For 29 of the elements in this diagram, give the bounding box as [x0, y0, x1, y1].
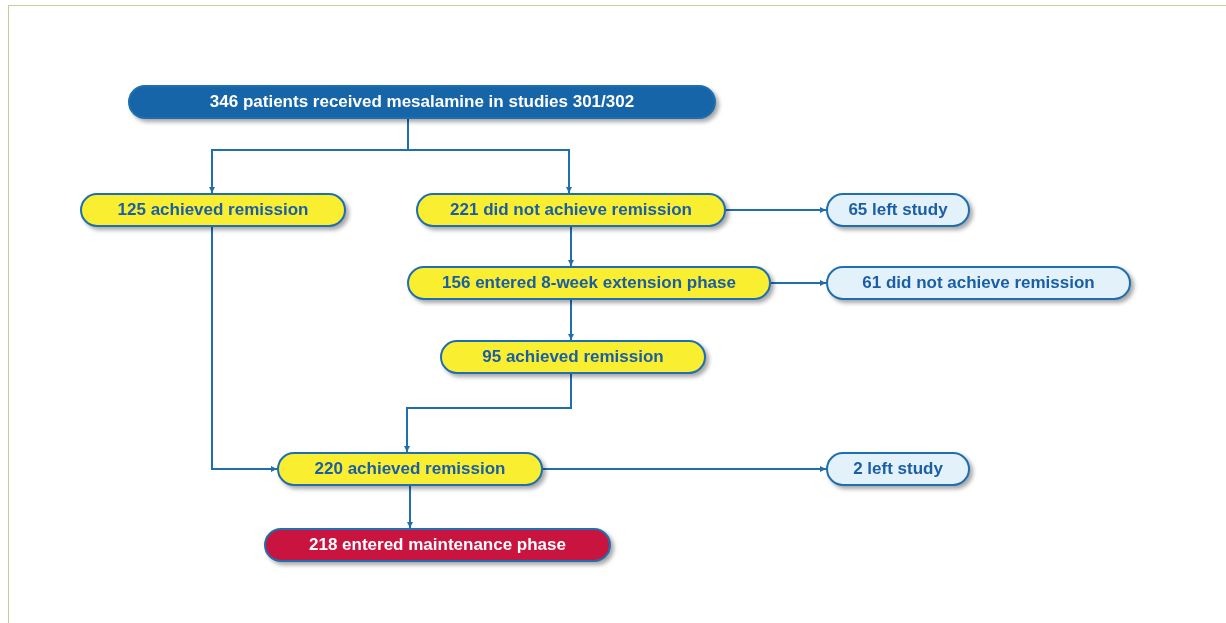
arrow — [407, 485, 413, 529]
process-box — [128, 85, 716, 119]
arrow — [542, 466, 827, 472]
arrow — [568, 299, 574, 341]
process-box — [826, 452, 970, 486]
node-label: 156 entered 8-week extension phase — [442, 273, 736, 293]
node-label: 346 patients received mesalamine in studies 301/302 — [209, 92, 635, 112]
node-label: 2 left study — [853, 459, 943, 479]
process-box — [80, 193, 346, 227]
process-box — [264, 528, 611, 562]
process-box — [277, 452, 543, 486]
node-label: 65 left study — [848, 200, 948, 220]
node-label: 218 entered maintenance phase — [309, 535, 566, 555]
process-box — [407, 266, 771, 300]
arrow — [770, 280, 827, 286]
process-box — [826, 266, 1131, 300]
node-label: 220 achieved remission — [314, 459, 506, 479]
arrow — [404, 373, 572, 453]
node-label: 61 did not achieve remission — [862, 273, 1095, 293]
arrow — [407, 118, 572, 194]
arrow — [568, 226, 574, 267]
process-box — [416, 193, 726, 227]
arrow — [211, 226, 278, 472]
node-label: 125 achieved remission — [117, 200, 309, 220]
process-box — [826, 193, 970, 227]
node-label: 95 achieved remission — [482, 347, 664, 367]
node-label: 221 did not achieve remission — [450, 200, 692, 220]
process-box — [440, 340, 706, 374]
arrow — [725, 207, 827, 213]
